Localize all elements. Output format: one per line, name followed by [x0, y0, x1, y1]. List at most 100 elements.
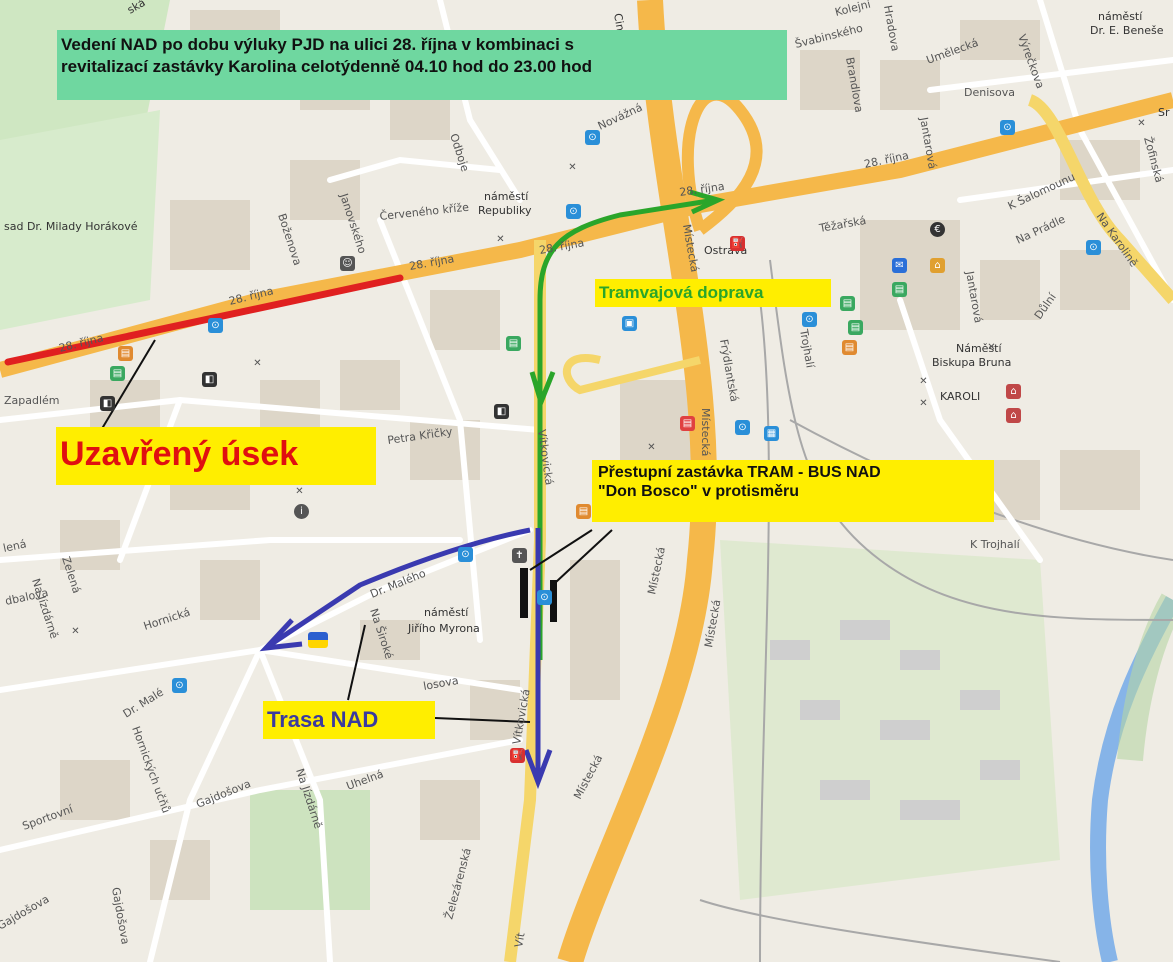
- route-nad-label: Trasa NAD: [263, 701, 435, 739]
- mail-icon: ✉: [892, 258, 907, 273]
- tram-icon: ▣: [622, 316, 637, 331]
- transfer-stop-label: Přestupní zastávka TRAM - BUS NAD "Don B…: [592, 460, 994, 522]
- museum-icon: ⌂: [1006, 408, 1021, 423]
- bus-arrow-west: [259, 618, 303, 652]
- street-label: Frýdlantská: [717, 338, 741, 403]
- street-label: Místecká: [645, 546, 668, 596]
- bus-arrow-south: [523, 749, 553, 790]
- street-label: Gajdošova: [109, 886, 132, 945]
- closed-section-line: [4, 274, 404, 366]
- bus-stop-icon: ⊙: [1000, 120, 1015, 135]
- bus-stop-icon: ⊙: [735, 420, 750, 435]
- place-label: sad Dr. Milady Horákové: [4, 220, 138, 233]
- sports-field: [250, 790, 370, 910]
- street-label: Dr. Malé: [121, 686, 166, 721]
- street-label: Trojhalí: [797, 327, 817, 370]
- place-label: Cin: [611, 12, 627, 32]
- street-label: Hradova: [881, 4, 902, 52]
- tram-route-line: [537, 197, 716, 660]
- bus-stop-icon: ⊙: [458, 547, 473, 562]
- place-label: Jiřího Myrona: [407, 622, 480, 635]
- street-label: Na Prádle: [1014, 212, 1068, 246]
- shop-icon: ▤: [842, 340, 857, 355]
- road-interchange: [681, 88, 763, 235]
- hotel-icon: ▤: [506, 336, 521, 351]
- closed-section-label: Uzavřený úsek: [56, 427, 376, 485]
- street-label: Gajdošova: [0, 892, 52, 932]
- school-icon: ◧: [100, 396, 115, 411]
- restaurant-icon: ✕: [1137, 118, 1146, 129]
- restaurant-icon: ✕: [919, 376, 928, 387]
- restaurant-icon: ✕: [987, 342, 996, 353]
- industrial-buildings: [770, 620, 1020, 820]
- shop-icon: ⌂: [930, 258, 945, 273]
- hotel-icon: ▤: [848, 320, 863, 335]
- street-label: Novážná: [596, 101, 645, 133]
- street-label: Denisova: [964, 86, 1015, 99]
- street-label: 28. října: [679, 180, 726, 199]
- road-na-karoline: [1027, 94, 1173, 304]
- street-label: Železárenská: [442, 847, 474, 921]
- tram-traffic-label: Tramvajová doprava: [595, 279, 831, 307]
- place-label: Náměstí: [956, 342, 1002, 355]
- theater-icon: ☺: [340, 256, 355, 271]
- street-label: Červeného kříže: [379, 201, 470, 223]
- shop-icon: ▤: [576, 504, 591, 519]
- road-mistecka: [557, 0, 718, 962]
- transfer-pointer: [529, 529, 593, 571]
- street-label: Švabinského: [794, 21, 865, 50]
- place-label: Biskupa Bruna: [932, 356, 1011, 369]
- place-label: KAROLI: [940, 390, 980, 403]
- museum-icon: ⌂: [1006, 384, 1021, 399]
- fuel-icon: ⛽: [730, 236, 745, 251]
- hotel-icon: ▤: [110, 366, 125, 381]
- place-label: náměstí: [484, 190, 529, 203]
- bus-stop-icon: ⊙: [1086, 240, 1101, 255]
- restaurant-icon: ✕: [568, 162, 577, 173]
- street-label: Hornická: [142, 606, 192, 633]
- bus-stop-icon: ⊙: [208, 318, 223, 333]
- hotel-icon: ▤: [840, 296, 855, 311]
- transfer-pointer: [555, 529, 613, 583]
- restaurant-icon: ✕: [647, 442, 656, 453]
- train-icon: ▦: [764, 426, 779, 441]
- street-label: Hornických učňů: [129, 725, 172, 815]
- transfer-stop-line: Přestupní zastávka TRAM - BUS NAD: [598, 464, 881, 481]
- bank-icon: €: [930, 222, 945, 237]
- restaurant-icon: ✕: [253, 358, 262, 369]
- route-pointer: [434, 717, 531, 723]
- fuel-icon: ⛽: [510, 748, 525, 763]
- stop-mark-tram: [520, 568, 528, 618]
- park-area: [0, 110, 160, 330]
- street-label: K Trojhalí: [970, 538, 1021, 551]
- shop-icon: ▤: [118, 346, 133, 361]
- street-label: Místecká: [699, 408, 712, 456]
- bus-stop-icon: ⊙: [537, 590, 552, 605]
- bus-stop-icon: ⊙: [585, 130, 600, 145]
- road-ramp: [562, 354, 701, 395]
- street-label: lená: [2, 537, 28, 555]
- restaurant-icon: ✕: [496, 234, 505, 245]
- restaurant-icon: ✕: [919, 398, 928, 409]
- street-label: Těžařská: [817, 214, 867, 235]
- flag-icon: [308, 632, 328, 648]
- place-label: náměstí: [424, 606, 469, 619]
- church-icon: ✝: [512, 548, 527, 563]
- place-label: Republiky: [478, 204, 532, 217]
- place-label: Sr: [1158, 106, 1170, 119]
- street-label: Kolejní: [834, 0, 873, 19]
- closed-section-pointer: [99, 339, 156, 433]
- transfer-stop-line: "Don Bosco" v protisměru: [598, 483, 799, 500]
- info-icon: i: [294, 504, 309, 519]
- street-label: Janovského: [337, 191, 369, 256]
- title-line: Vedení NAD po dobu výluky PJD na ulici 2…: [61, 35, 574, 54]
- tram-arrow-south: [529, 371, 556, 410]
- place-label: náměstí: [1098, 10, 1143, 23]
- bus-stop-icon: ⊙: [802, 312, 817, 327]
- street-label: Boženova: [275, 212, 304, 267]
- hotel-icon: ▤: [892, 282, 907, 297]
- restaurant-icon: ✕: [295, 486, 304, 497]
- title-line: revitalizací zastávky Karolina celotýden…: [61, 57, 592, 76]
